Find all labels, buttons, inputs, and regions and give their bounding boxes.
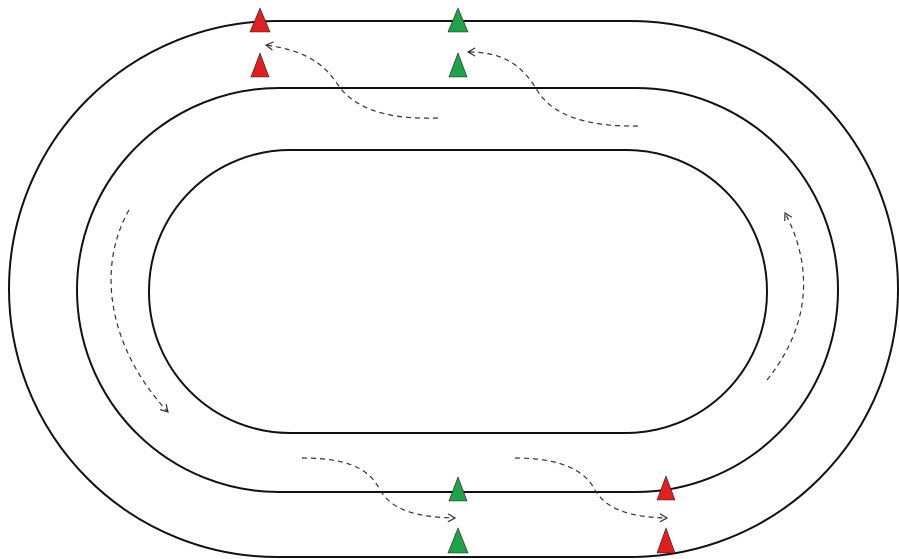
cone-bottom-green-lower bbox=[447, 527, 469, 554]
arrow-bottom-right-lane-change bbox=[514, 457, 669, 523]
cone-top-red-outer bbox=[249, 7, 271, 33]
inner-boundary bbox=[148, 149, 768, 434]
arrow-left-straight bbox=[110, 209, 169, 413]
arrow-bottom-left-lane-change bbox=[301, 457, 457, 523]
middle-boundary bbox=[76, 87, 839, 493]
arrow-top-left-lane-change bbox=[264, 41, 439, 119]
arrow-top-right-lane-change bbox=[466, 47, 639, 127]
cone-bottom-red-upper bbox=[656, 475, 676, 501]
arrow-right-straight bbox=[766, 211, 805, 381]
outer-boundary bbox=[8, 20, 899, 558]
cone-bottom-red-lower bbox=[656, 527, 676, 554]
cone-top-green-inner bbox=[448, 52, 468, 78]
cone-top-green-outer bbox=[447, 7, 469, 33]
cone-top-red-inner bbox=[250, 52, 270, 78]
cone-bottom-green-upper bbox=[448, 476, 468, 502]
